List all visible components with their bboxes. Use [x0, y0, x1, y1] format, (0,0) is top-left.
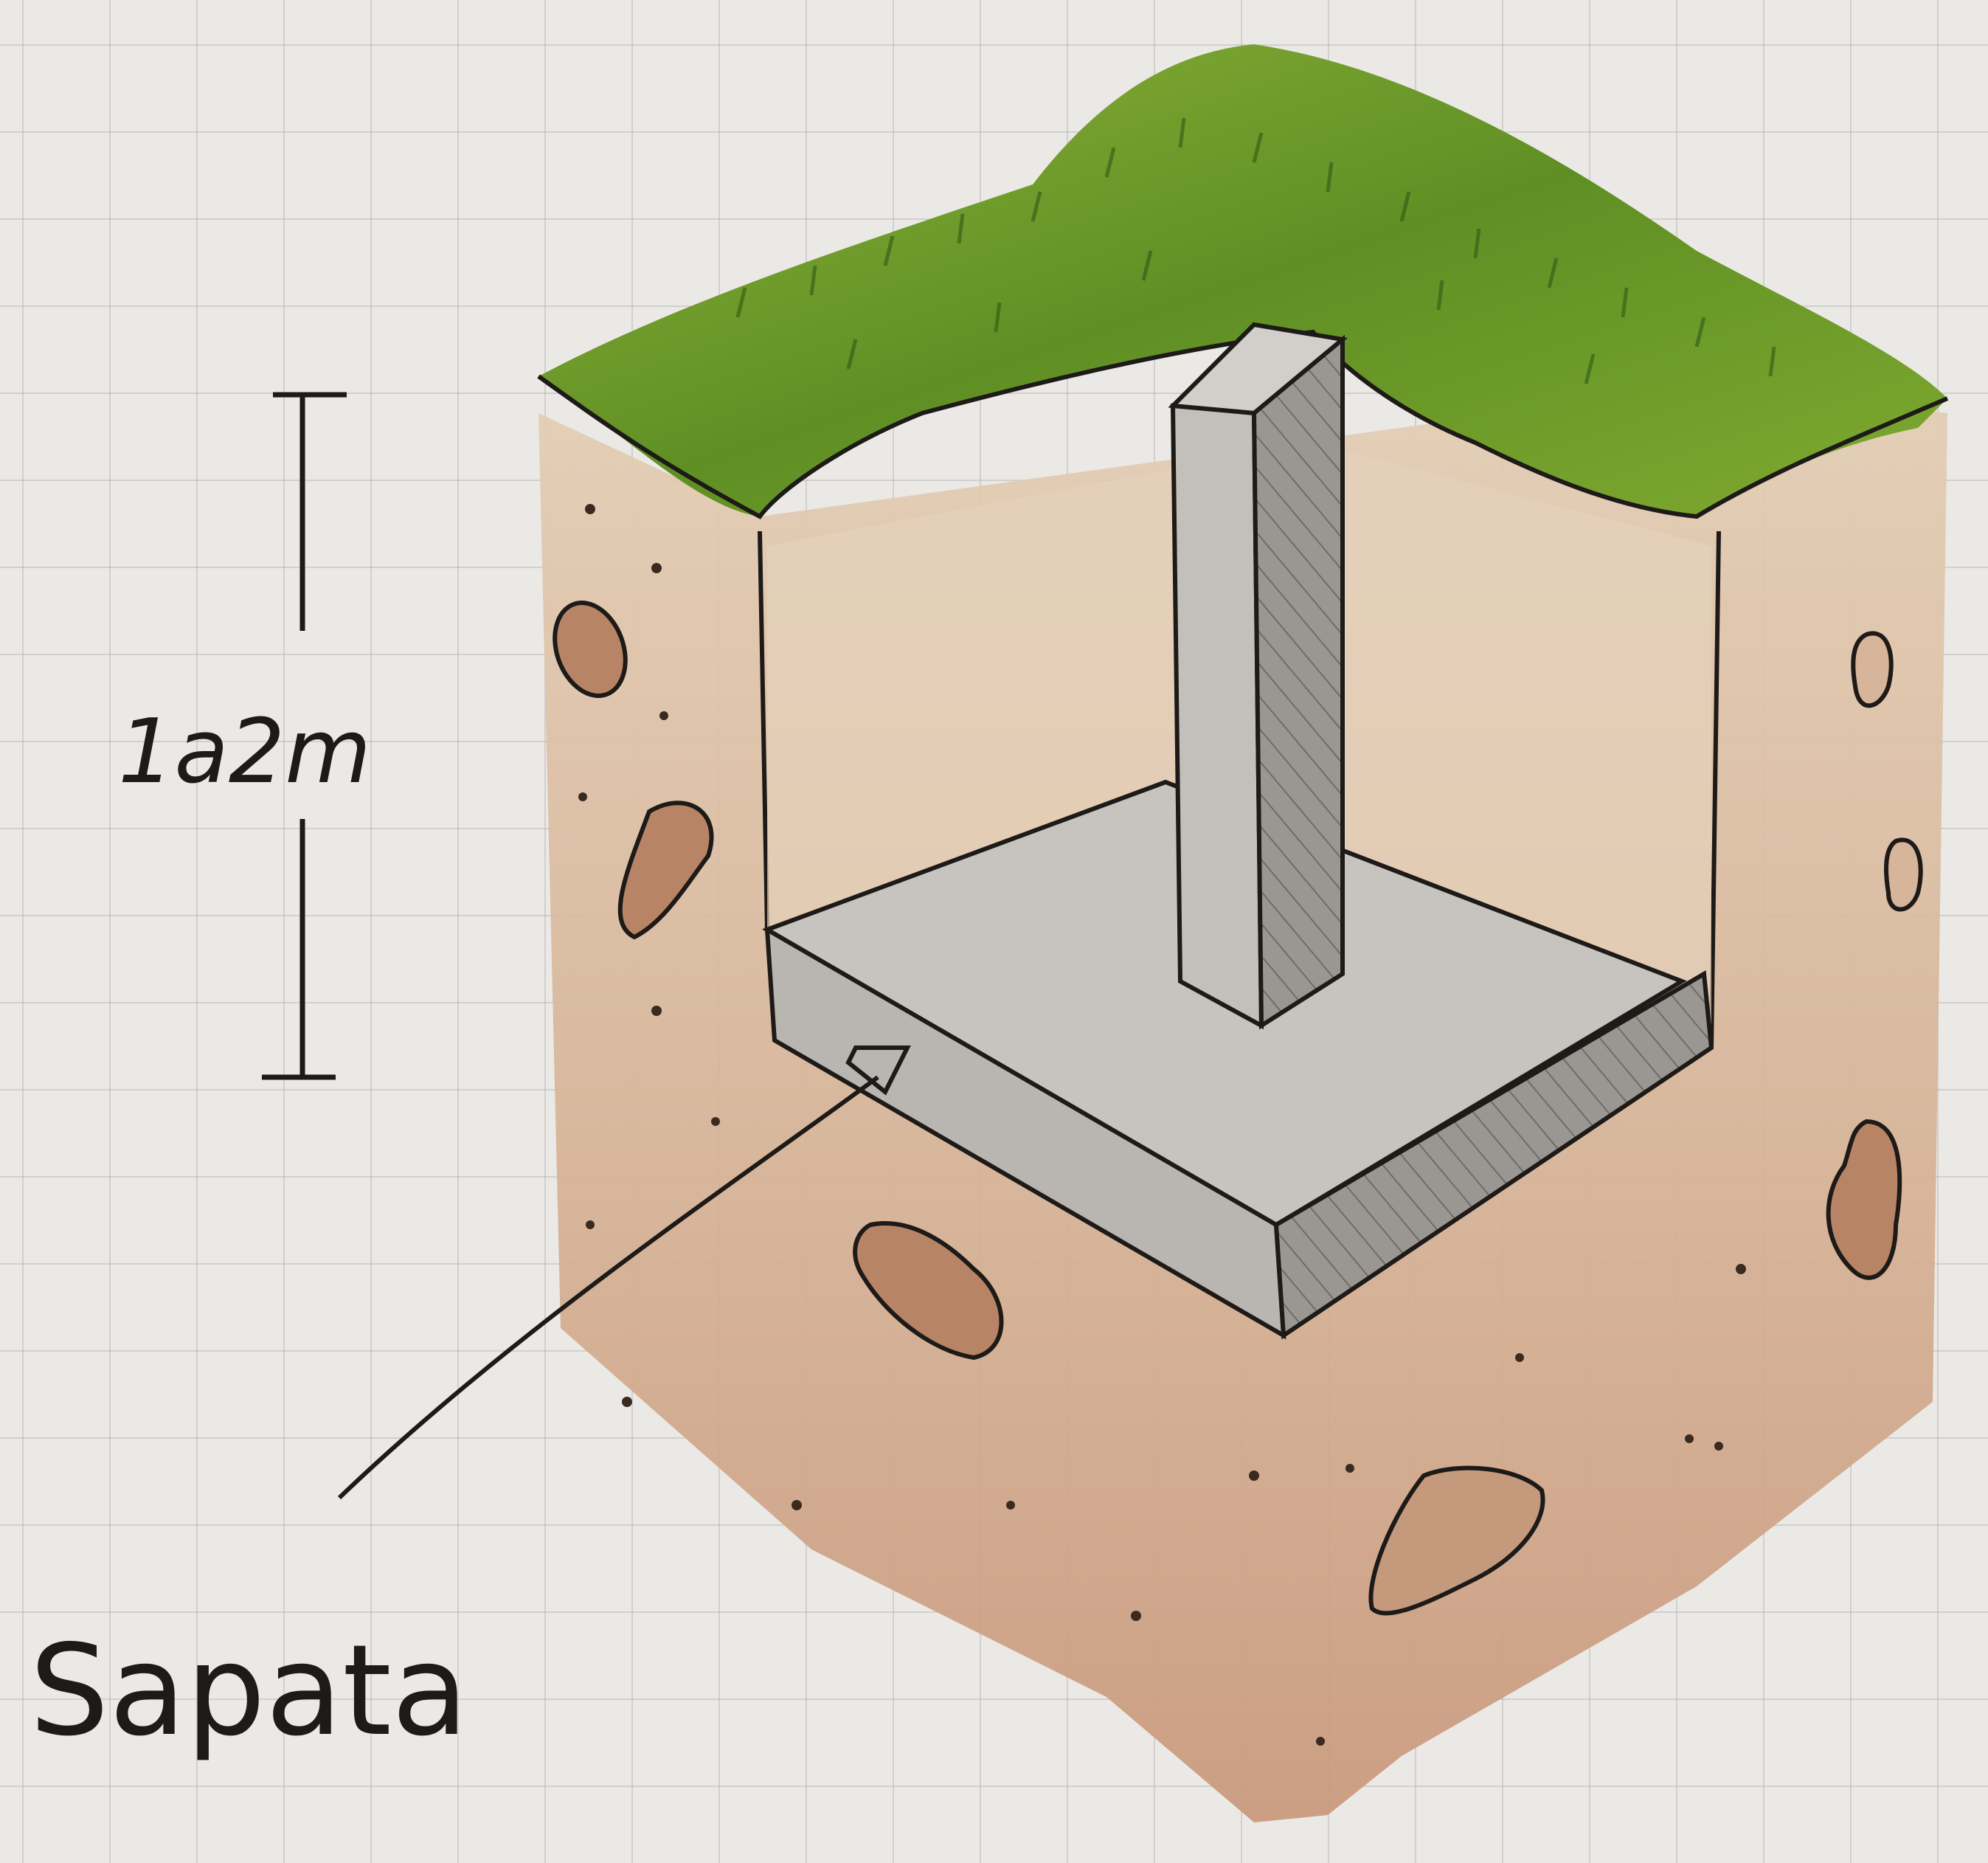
stone	[1886, 840, 1921, 909]
stone	[1853, 633, 1891, 705]
footing-label: Sapata	[30, 1618, 468, 1764]
depth-label: 1a2m	[118, 701, 371, 803]
concrete-column	[1173, 325, 1343, 1026]
